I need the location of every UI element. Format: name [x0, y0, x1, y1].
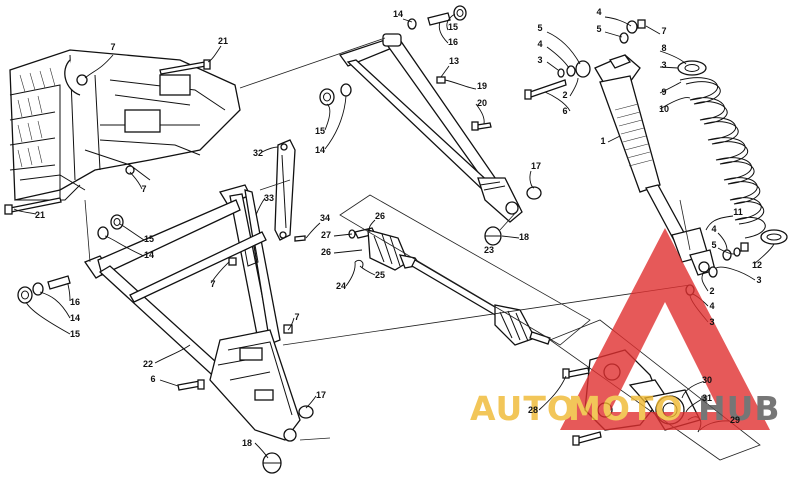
callout-c-28: 28	[528, 405, 538, 415]
callout-c-9: 9	[661, 87, 666, 97]
callout-c-2-b: 2	[709, 286, 714, 296]
bolt-21-upper	[159, 59, 211, 75]
callout-c-5-c: 5	[711, 240, 716, 250]
callout-c-25: 25	[375, 270, 385, 280]
callout-c-15-a: 15	[448, 22, 458, 32]
callout-c-15-d: 15	[70, 329, 80, 339]
callout-c-17-a: 17	[531, 161, 541, 171]
callout-c-19: 19	[477, 81, 487, 91]
callout-c-14-a: 14	[393, 9, 403, 19]
coil-spring	[679, 77, 766, 239]
callout-c-10: 10	[659, 104, 669, 114]
callout-c-14-d: 14	[70, 313, 80, 323]
callout-c-7-e: 7	[661, 26, 666, 36]
callout-c-4-a: 4	[596, 7, 601, 17]
callout-c-21-b: 21	[35, 210, 45, 220]
watermark-hub: HUB	[698, 389, 781, 428]
callout-c-6-b: 6	[562, 106, 567, 116]
callout-c-34: 34	[320, 213, 330, 223]
callout-c-23: 23	[484, 245, 494, 255]
callout-c-27: 27	[321, 230, 331, 240]
callout-c-12: 12	[752, 260, 762, 270]
group-box-24	[339, 194, 591, 346]
shock-absorber	[594, 54, 716, 276]
callout-c-33: 33	[264, 193, 274, 203]
bolt-21-lower	[4, 197, 62, 215]
callout-c-24: 24	[336, 281, 346, 291]
callout-c-26-b: 26	[321, 247, 331, 257]
upper-a-arm	[338, 33, 523, 223]
callout-c-5-a: 5	[596, 24, 601, 34]
callout-c-3-b: 3	[661, 60, 666, 70]
callout-c-4-d: 4	[709, 301, 714, 311]
callout-c-13: 13	[449, 56, 459, 66]
callout-c-29: 29	[730, 415, 740, 425]
callout-c-7-b: 7	[141, 184, 146, 194]
callout-c-14-b: 14	[315, 145, 325, 155]
callout-c-17-b: 17	[316, 390, 326, 400]
callout-c-7-a: 7	[110, 42, 115, 52]
callout-c-6-a: 6	[150, 374, 155, 384]
callout-c-32: 32	[253, 148, 263, 158]
bracket-32	[274, 139, 306, 242]
callout-c-1: 1	[600, 136, 605, 146]
callout-c-21-a: 21	[218, 36, 228, 46]
callout-c-31: 31	[702, 393, 712, 403]
callout-c-22: 22	[143, 359, 153, 369]
callout-c-8: 8	[661, 43, 666, 53]
watermark-moto: MOTO	[568, 389, 683, 428]
lower-a-arm	[84, 184, 301, 442]
callout-c-26-a: 26	[375, 211, 385, 221]
leader-lines	[13, 13, 775, 459]
callout-c-11: 11	[733, 207, 743, 217]
frame-section	[9, 49, 241, 201]
callout-c-16-b: 16	[70, 297, 80, 307]
callout-c-15-b: 15	[315, 126, 325, 136]
spring-retainer	[677, 60, 788, 245]
callout-c-5-b: 5	[537, 23, 542, 33]
knuckle-bolts	[562, 367, 602, 446]
watermark-auto: AUTO	[470, 389, 576, 428]
callout-c-15-c: 15	[144, 234, 154, 244]
callout-c-2-a: 2	[562, 90, 567, 100]
ball-joint-upper	[484, 186, 542, 246]
callout-c-18-b: 18	[242, 438, 252, 448]
callout-c-3-a: 3	[537, 55, 542, 65]
assembly-lines	[84, 37, 691, 441]
callout-c-16-a: 16	[448, 37, 458, 47]
callout-c-3-c: 3	[756, 275, 761, 285]
callout-c-7-c: 7	[210, 279, 215, 289]
callout-c-4-c: 4	[711, 224, 716, 234]
callout-c-3-d: 3	[709, 317, 714, 327]
callout-c-30: 30	[702, 375, 712, 385]
callout-c-7-d: 7	[294, 312, 299, 322]
callout-c-20: 20	[477, 98, 487, 108]
watermark-triangle	[560, 228, 770, 430]
callout-c-18-a: 18	[519, 232, 529, 242]
callout-c-4-b: 4	[537, 39, 542, 49]
callout-c-14-c: 14	[144, 250, 154, 260]
upper-bushing-parts	[319, 5, 492, 131]
watermark-logo: AUTO MOTO HUB	[470, 228, 781, 430]
drive-axle	[354, 227, 551, 346]
